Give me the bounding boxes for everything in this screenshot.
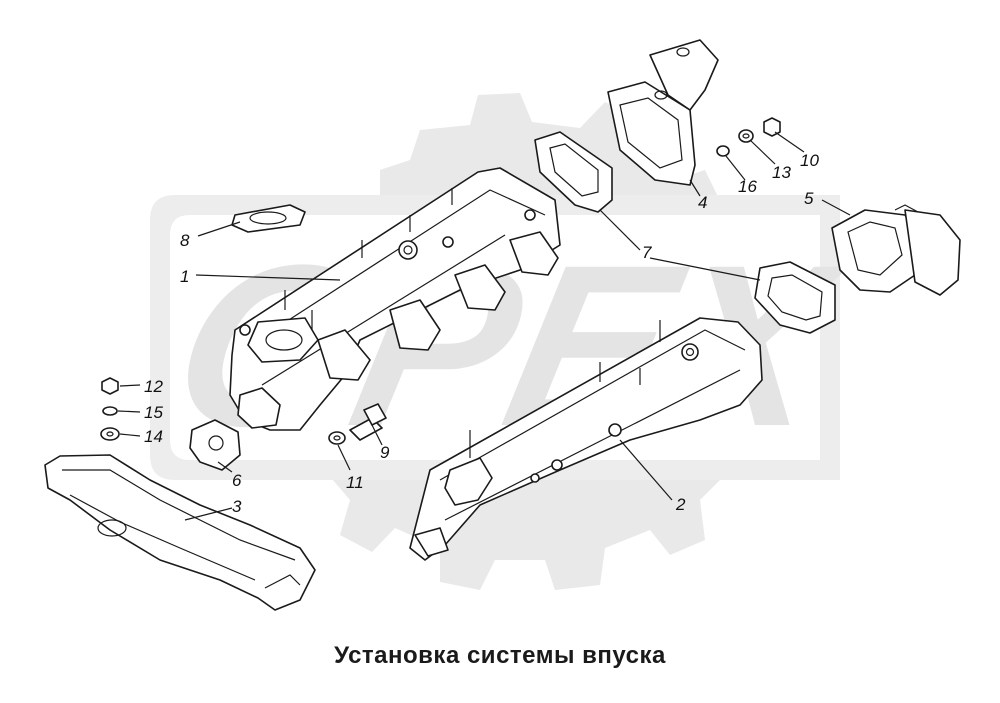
part-15-washer — [102, 406, 118, 416]
callout-7: 7 — [642, 243, 652, 262]
callout-15: 15 — [144, 403, 163, 422]
callout-labels: 1 2 3 4 5 6 7 8 9 10 11 12 13 14 15 16 — [144, 151, 819, 516]
callout-2: 2 — [675, 495, 686, 514]
part-7-gaskets — [534, 131, 836, 334]
callout-11: 11 — [346, 473, 364, 492]
callout-4: 4 — [698, 193, 707, 212]
part-12-nut — [101, 377, 119, 395]
part-11-washer — [328, 431, 346, 445]
part-9-bolt — [349, 403, 387, 441]
callout-6: 6 — [232, 471, 242, 490]
diagram-caption: Установка системы впуска — [334, 642, 666, 669]
part-4-bracket-cover — [607, 39, 719, 186]
part-6-small-flange — [189, 419, 241, 471]
callout-1: 1 — [180, 267, 189, 286]
callout-13: 13 — [772, 163, 791, 182]
part-14-washer — [100, 427, 120, 441]
callout-16: 16 — [738, 177, 757, 196]
part-5-elbow-pipe — [831, 204, 961, 296]
part-3-connecting-pipe — [44, 454, 316, 611]
callout-8: 8 — [180, 231, 190, 250]
callout-3: 3 — [232, 497, 242, 516]
callout-5: 5 — [804, 189, 814, 208]
part-2-right-intake-manifold — [409, 317, 763, 561]
callout-12: 12 — [144, 377, 163, 396]
part-10-nut — [763, 117, 781, 137]
callout-10: 10 — [800, 151, 819, 170]
callout-14: 14 — [144, 427, 163, 446]
part-13-washer — [738, 129, 754, 143]
part-16-washer — [716, 145, 730, 157]
leader-lines — [117, 131, 851, 521]
callout-9: 9 — [380, 443, 390, 462]
part-1-left-intake-manifold — [229, 167, 561, 431]
